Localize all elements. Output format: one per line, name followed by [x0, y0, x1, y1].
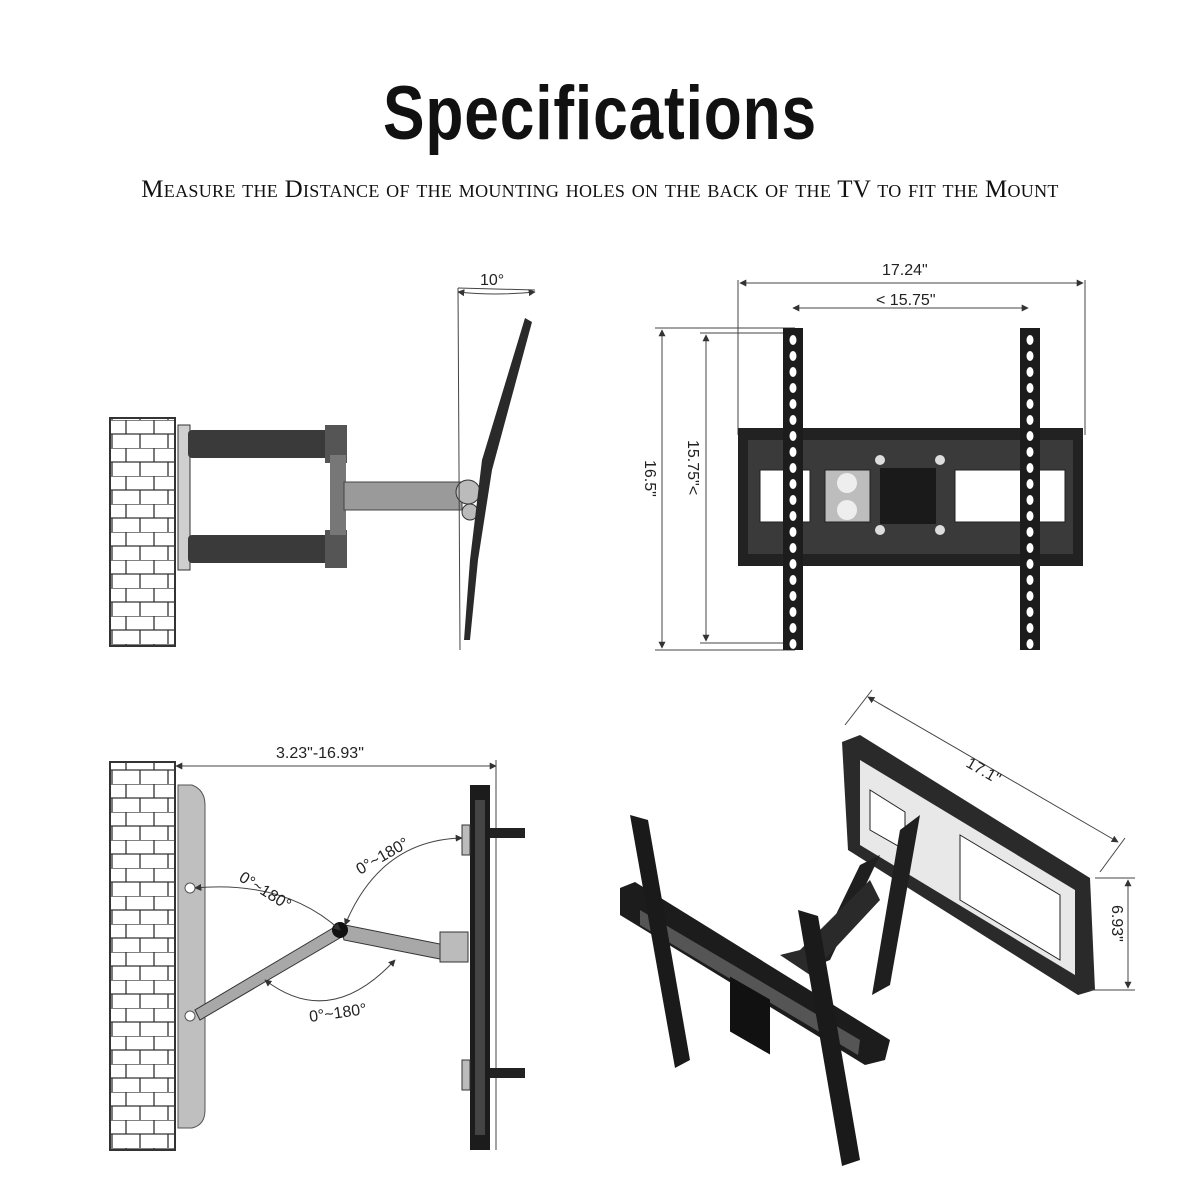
arm-iso-1 — [872, 815, 920, 995]
side-view: 10° — [109, 272, 536, 651]
page-subtitle: Measure the Distance of the mounting hol… — [141, 176, 1059, 203]
arm-iso-3 — [780, 880, 880, 975]
rail-hole — [789, 527, 797, 537]
width-inner-label: < 15.75" — [876, 292, 936, 309]
extension-arm — [343, 481, 463, 511]
rail-hole — [789, 383, 797, 393]
arm-joint — [330, 455, 346, 535]
height-outer-label: 16.5" — [641, 460, 658, 497]
rail-hole — [789, 639, 797, 649]
second-arm — [339, 923, 446, 961]
tv-panel — [464, 318, 532, 640]
tilt-label: 10° — [480, 272, 504, 289]
extension-label: 3.23"-16.93" — [276, 745, 364, 762]
rail-hole — [789, 335, 797, 345]
rail-hole — [789, 559, 797, 569]
rail-hole — [789, 607, 797, 617]
top-view: 3.23"-16.93" 0°~180° 0°~180° 0°~180° — [109, 745, 525, 1151]
rail-hole — [1026, 463, 1034, 473]
rail-hole — [1026, 575, 1034, 585]
page-title: Specifications — [382, 71, 817, 156]
wall-brick — [109, 417, 176, 647]
rail-hole — [789, 623, 797, 633]
rail-hole — [789, 351, 797, 361]
lower-arm — [188, 535, 338, 563]
rail-hole — [1026, 559, 1034, 569]
swivel-label-1: 0°~180° — [236, 869, 294, 914]
rail-hole — [1026, 351, 1034, 361]
rail-hole — [789, 511, 797, 521]
rail-hole — [789, 479, 797, 489]
wall-brick-bottom — [109, 761, 176, 1151]
rail-hole — [1026, 447, 1034, 457]
tv-rail-right-iso — [798, 910, 860, 1166]
wall-plate-top — [177, 784, 206, 1129]
swivel-label-2: 0°~180° — [354, 835, 412, 879]
rail-hole — [1026, 415, 1034, 425]
upper-arm — [188, 430, 338, 458]
rail-hole — [1026, 495, 1034, 505]
wall-plate — [177, 424, 191, 571]
rail-hole — [1026, 431, 1034, 441]
rail-holes — [789, 335, 1034, 649]
front-view: 17.24" < 15.75" 16.5" 15.75"< — [641, 262, 1086, 651]
rail-hole — [789, 415, 797, 425]
rail-hole — [1026, 367, 1034, 377]
rail-hole — [789, 367, 797, 377]
rail-hole — [789, 591, 797, 601]
rail-hole — [789, 447, 797, 457]
rail-hole — [1026, 623, 1034, 633]
rail-hole — [1026, 543, 1034, 553]
rail-hole — [789, 399, 797, 409]
rail-hole — [1026, 527, 1034, 537]
rail-hole — [1026, 639, 1034, 649]
rail-hole — [1026, 399, 1034, 409]
rail-hole — [1026, 511, 1034, 521]
rail-hole — [1026, 607, 1034, 617]
height-inner-label: 15.75"< — [684, 440, 701, 495]
tv-rail-left-iso — [630, 815, 690, 1068]
plate-height-label: 6.93" — [1108, 905, 1125, 942]
isometric-view: 17.1" 6.93" — [620, 689, 1135, 1166]
rail-hole — [1026, 479, 1034, 489]
width-outer-label: 17.24" — [882, 262, 928, 279]
rail-hole — [789, 463, 797, 473]
rail-hole — [1026, 591, 1034, 601]
swivel-label-3: 0°~180° — [308, 1001, 368, 1026]
rail-hole — [789, 495, 797, 505]
first-arm — [194, 924, 346, 1021]
rail-hole — [789, 543, 797, 553]
rail-hole — [789, 431, 797, 441]
rail-hole — [1026, 335, 1034, 345]
rail-hole — [789, 575, 797, 585]
plate-width-label: 17.1" — [963, 755, 1003, 788]
rail-hole — [1026, 383, 1034, 393]
